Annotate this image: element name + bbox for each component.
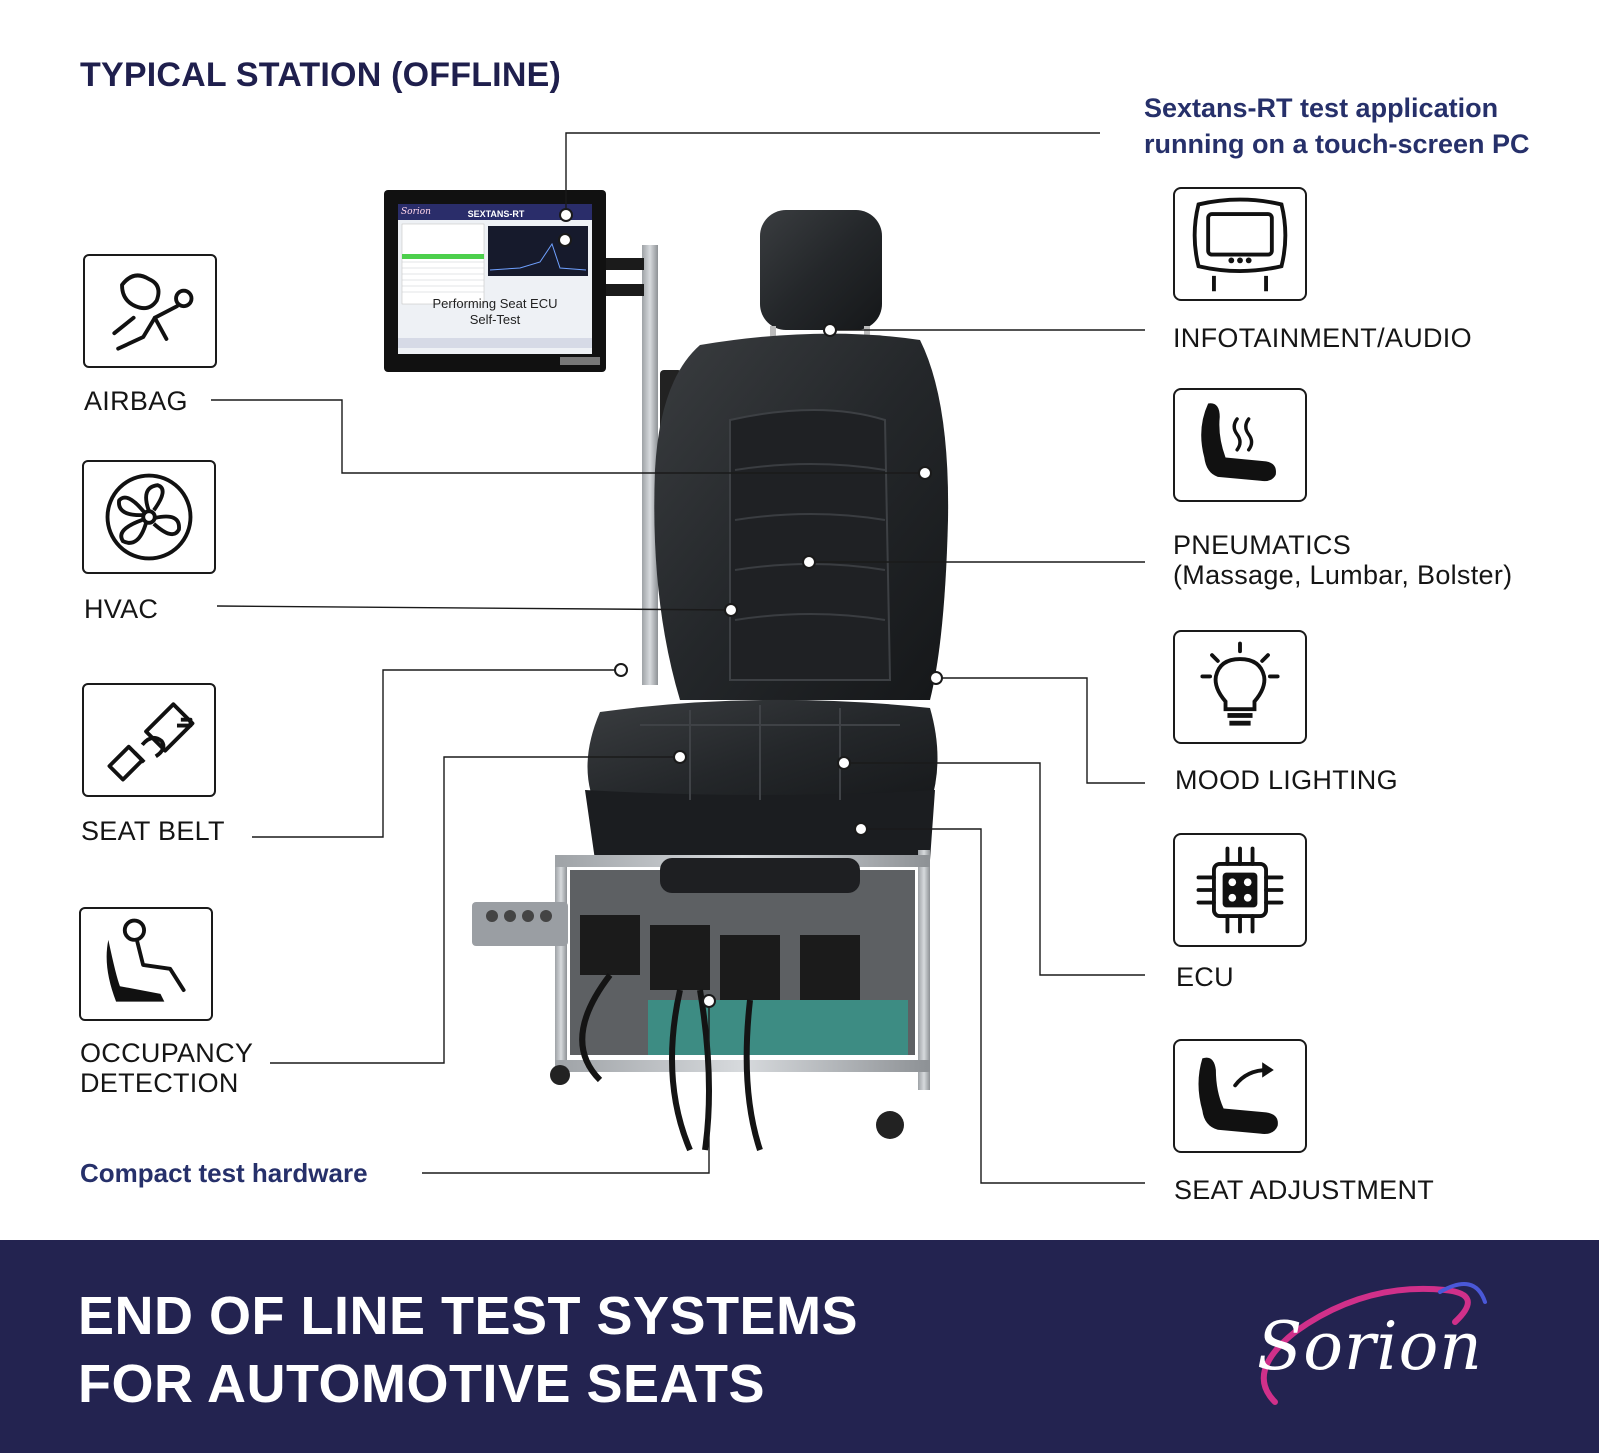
monitor-pole [642,245,658,685]
callout-dot-seat-belt [614,663,628,677]
infotainment-icon-box [1173,187,1307,301]
footer-heading: END OF LINE TEST SYSTEMS FOR AUTOMOTIVE … [78,1282,858,1418]
callout-dot-hardware [702,994,716,1008]
leader-lines [211,132,1145,1184]
software-callout-line1: Sextans-RT test application [1144,93,1499,123]
monitor-arm [600,258,644,270]
light-bulb-icon [1200,641,1280,726]
software-callout-line2: running on a touch-screen PC [1144,129,1530,159]
callout-dot-monitor [558,233,572,247]
callout-dot-seat-adjustment [854,822,868,836]
pneumatics-label: PNEUMATICS (Massage, Lumbar, Bolster) [1173,530,1512,590]
monitor-status: Performing Seat ECU Self-Test [395,296,595,328]
pneumatics-label-line2: (Massage, Lumbar, Bolster) [1173,560,1513,590]
callout-dot-pneumatics [802,555,816,569]
occupancy-label-line1: OCCUPANCY [80,1038,254,1068]
hvac-label: HVAC [84,594,159,624]
hvac-icon-box [82,460,216,574]
chip-icon [1196,846,1284,934]
logo-text: Sorion [1257,1308,1483,1385]
callout-dot-infotainment [823,323,837,337]
software-callout: Sextans-RT test application running on a… [1144,90,1530,162]
seat-adjust-icon [1198,1057,1278,1134]
sorion-logo: Sorion [1235,1262,1515,1432]
callout-dot-software [559,208,573,222]
monitor-status-line2: Self-Test [469,312,521,327]
footer-banner [0,1240,1599,1453]
airbag-icon [112,273,194,351]
infotainment-label: INFOTAINMENT/AUDIO [1173,323,1472,353]
occupancy-icon-box [79,907,213,1021]
mood-lighting-label: MOOD LIGHTING [1175,765,1398,795]
airbag-label: AIRBAG [84,386,188,416]
seat-adjustment-label: SEAT ADJUSTMENT [1174,1175,1435,1205]
ecu-icon-box [1173,833,1307,947]
seat-belt-label: SEAT BELT [81,816,225,846]
page-title: TYPICAL STATION (OFFLINE) [80,56,561,94]
callout-dot-airbag [918,466,932,480]
logo-swoosh [1260,1282,1487,1405]
callout-dot-hvac [724,603,738,617]
callout-dot-ecu [837,756,851,770]
headrest-screen-icon [1192,197,1288,292]
callout-dot-occupancy [673,750,687,764]
seat-belt-icon [107,702,195,782]
ecu-label: ECU [1176,962,1234,992]
occupancy-label-line2: DETECTION [80,1068,239,1098]
footer-heading-line1: END OF LINE TEST SYSTEMS [78,1286,859,1346]
seat-belt-icon-box [82,683,216,797]
occupancy-label: OCCUPANCY DETECTION [80,1038,253,1098]
hardware-callout: Compact test hardware [80,1158,368,1188]
test-hardware-rig [472,850,930,1152]
monitor-brand: Sorion [401,207,431,217]
monitor-status-line1: Performing Seat ECU [432,296,558,311]
airbag-icon-box [83,254,217,368]
fan-icon [105,473,193,561]
pneumatics-label-line1: PNEUMATICS [1173,530,1352,560]
footer-heading-line2: FOR AUTOMOTIVE SEATS [78,1354,766,1414]
monitor-app-name: SEXTANS-RT [467,209,525,219]
pneumatics-icon-box [1173,388,1307,502]
callout-dot-mood-lighting [929,671,943,685]
touchscreen-monitor [384,190,606,372]
mood-lighting-icon-box [1173,630,1307,744]
occupant-seat-icon [106,918,186,1002]
heated-seat-icon [1201,403,1276,482]
seat-adjustment-icon-box [1173,1039,1307,1153]
headrest [760,210,882,330]
